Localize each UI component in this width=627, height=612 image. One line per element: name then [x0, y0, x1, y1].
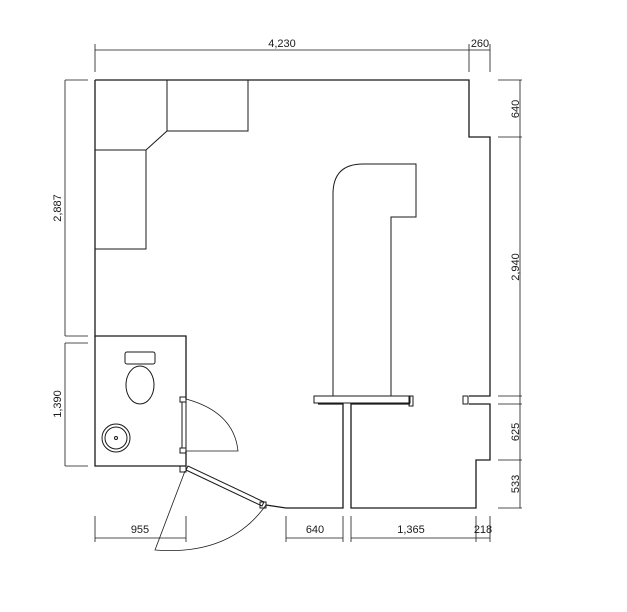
- upper-counter: [95, 79, 249, 132]
- doors: [154, 396, 287, 552]
- dim-top-right: 260: [471, 38, 489, 50]
- dim-bottom-mid: 640: [306, 524, 324, 536]
- dim-top-lines: [94, 44, 491, 72]
- wc-fixtures: [101, 351, 156, 453]
- entry-door-swing: [154, 470, 267, 552]
- dim-bottom-far-right: 218: [474, 524, 492, 536]
- corner-counter: [95, 79, 168, 151]
- dim-bottom-left: 955: [131, 524, 149, 536]
- island-outline: [332, 163, 417, 396]
- wall-center-bottom: [286, 403, 344, 509]
- entry-wall-stub: [265, 504, 287, 509]
- outer-walls: [94, 79, 491, 509]
- wash-basin: [101, 423, 131, 453]
- wall-wc: [94, 336, 187, 467]
- island-counter: [313, 163, 469, 407]
- left-counter: [95, 149, 147, 250]
- wc-door-jamb-bottom: [179, 447, 187, 454]
- wc-door-jamb-top: [179, 396, 187, 403]
- dim-bottom-lines: [94, 516, 491, 542]
- dimension-lines: 4,230 260 2,887 1,390 640 2,940 625 533 …: [52, 38, 522, 542]
- dim-right-top: 640: [510, 100, 522, 118]
- kitchen-counters: [95, 79, 249, 250]
- wall-left: [94, 80, 187, 399]
- dim-right-bottom: 533: [510, 475, 522, 493]
- wall-lower-right: [350, 403, 491, 509]
- dim-right-middle: 2,940: [510, 253, 522, 281]
- toilet-bowl: [125, 365, 155, 405]
- wall-main: [95, 79, 491, 397]
- dim-left-upper: 2,887: [52, 194, 64, 222]
- dim-right-lines: [498, 79, 522, 509]
- dim-top-width: 4,230: [268, 38, 296, 50]
- wc-door-swing: [185, 398, 239, 452]
- dim-bottom-right: 1,365: [397, 524, 425, 536]
- wash-basin-inner: [104, 426, 128, 450]
- dim-left-lower: 1,390: [52, 390, 64, 418]
- dim-left-lines: [64, 79, 88, 467]
- counter-ledge: [313, 395, 411, 404]
- basin-drain: [114, 436, 118, 440]
- dim-right-lower: 625: [510, 423, 522, 441]
- wall-stub: [462, 395, 469, 405]
- wc-door-leaf: [181, 401, 187, 449]
- entry-door-leaf: [185, 465, 265, 507]
- ledge-end-right: [408, 395, 414, 407]
- toilet-tank: [124, 351, 156, 365]
